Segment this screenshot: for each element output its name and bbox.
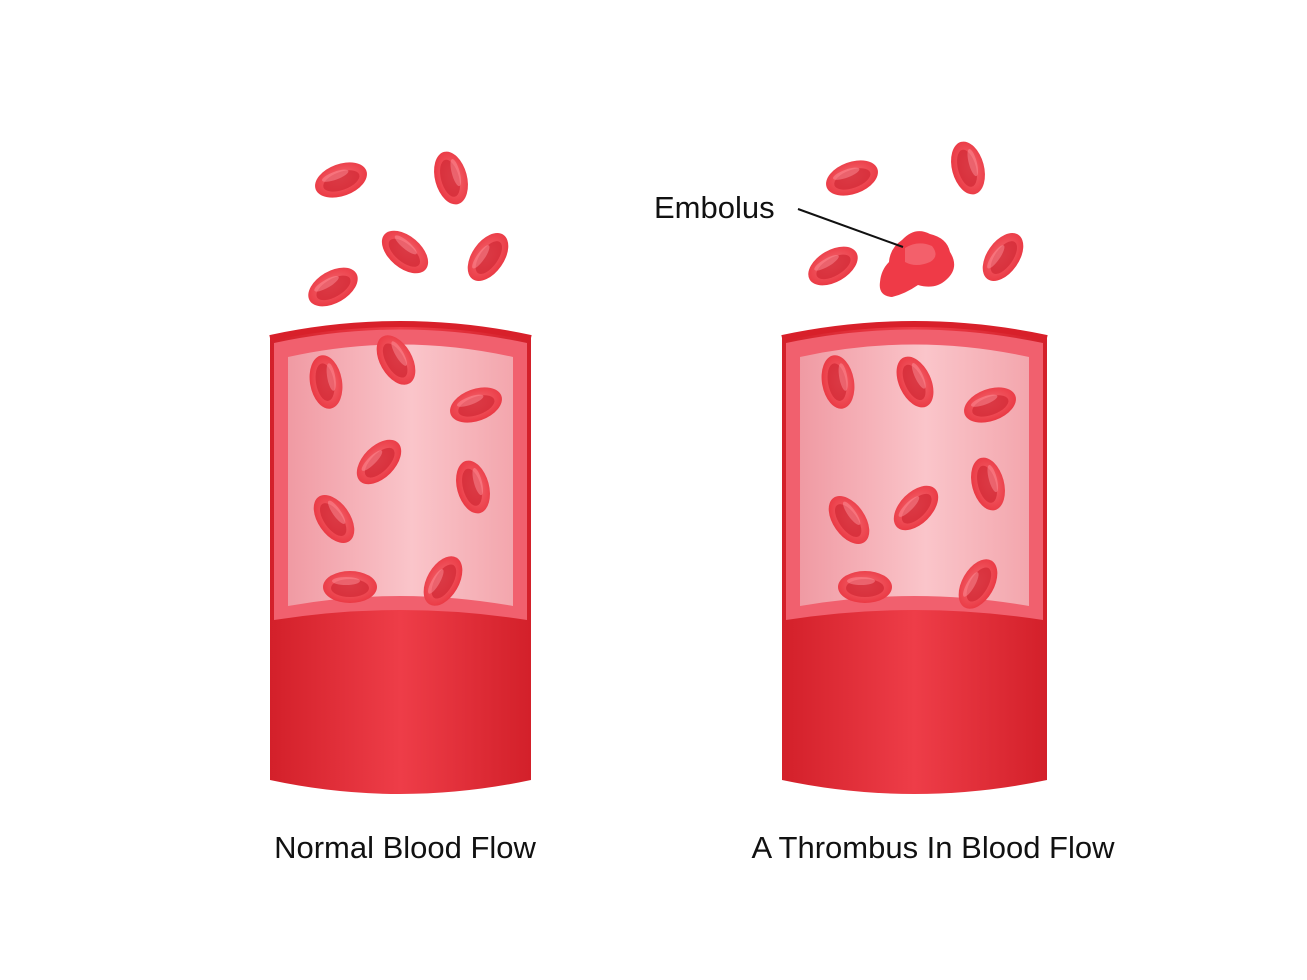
callout-leader-line (797, 208, 904, 248)
caption-thrombus-blood-flow: A Thrombus In Blood Flow (751, 830, 1115, 865)
vessel-rim (781, 321, 1048, 341)
embolus-highlight (905, 243, 936, 265)
red-blood-cell-icon (310, 155, 372, 205)
red-blood-cell-icon (974, 225, 1032, 289)
red-blood-cell-icon (821, 153, 883, 203)
red-blood-cell-icon (838, 571, 892, 603)
red-blood-cell-icon (801, 238, 865, 294)
embolus-label: Embolus (654, 190, 775, 225)
red-blood-cell-icon (459, 225, 517, 289)
red-blood-cell-icon (374, 222, 436, 282)
red-blood-cell-icon (945, 137, 991, 199)
caption-normal-blood-flow: Normal Blood Flow (274, 830, 536, 865)
red-blood-cell-icon (323, 571, 377, 603)
vessel-rim (269, 321, 532, 341)
red-blood-cell-icon (428, 147, 474, 209)
red-blood-cell-icon (301, 259, 365, 315)
